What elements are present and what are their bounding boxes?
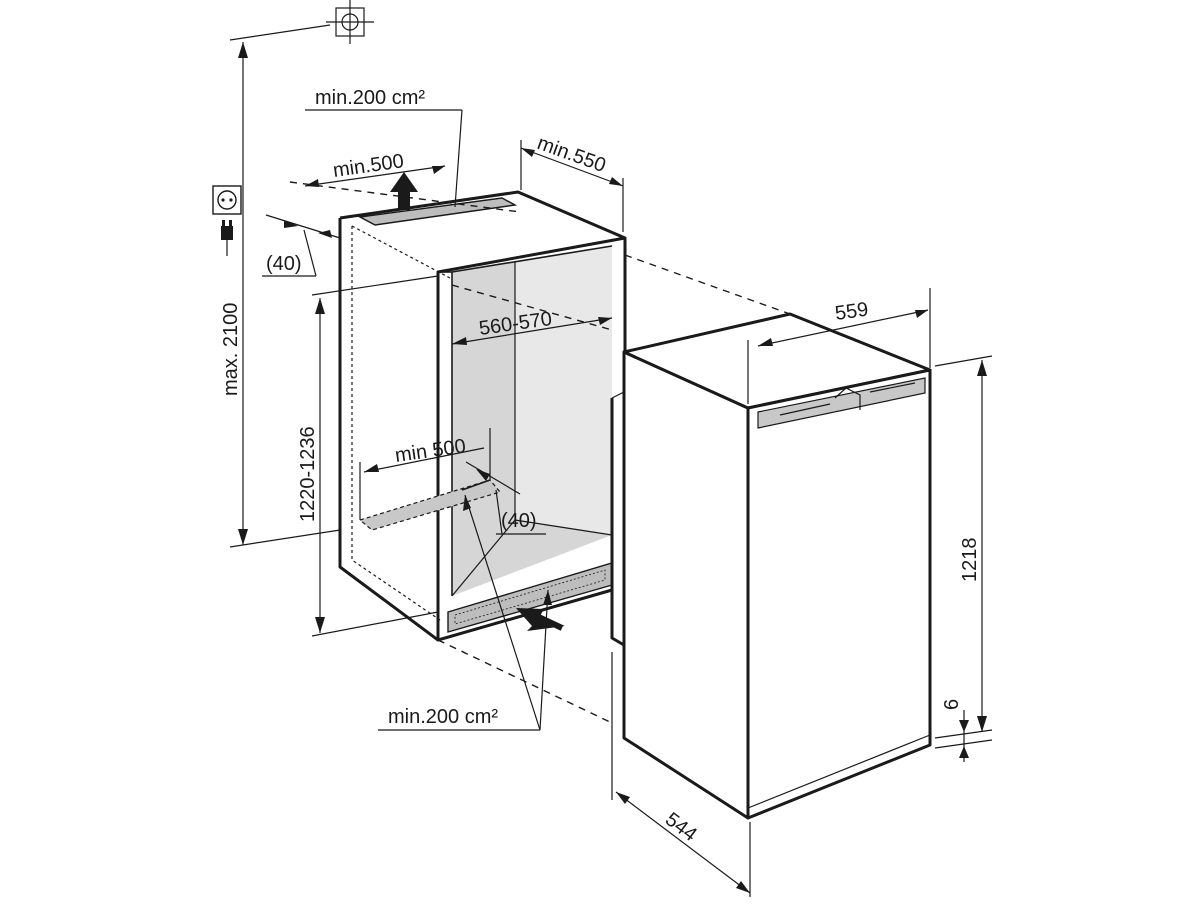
dim-plinth-gap: 6 [934,699,993,762]
appliance-front [746,368,932,820]
dim-rear-gap: (40) [262,214,341,277]
dim-vent-top-area: min.200 cm² [305,87,463,208]
label-vent-top-width: min.500 [332,150,406,182]
ground-symbol-icon [326,0,374,44]
niche [338,190,627,642]
label-appliance-width: 559 [834,299,870,325]
dim-niche-height: 1220-1236 [297,275,439,637]
airflow-arrow-icon [516,608,565,631]
dim-vent-bottom-area: min.200 cm² [378,494,552,731]
floor-vent [358,479,502,531]
dim-niche-depth-min: min.550 [520,132,624,232]
appliance-side [622,350,750,820]
dim-max-height: max. 2100 [220,24,341,548]
label-rear-gap: (40) [266,253,302,275]
label-niche-depth-min: min.550 [534,132,608,177]
plug-icon [221,220,233,256]
label-floor-gap: (40) [501,510,537,532]
niche-interior-back [515,246,612,535]
label-appliance-height: 1218 [959,538,981,583]
label-niche-height: 1220-1236 [297,426,319,522]
appliance [610,312,932,820]
dim-vent-top-width: min.500 [304,150,446,187]
label-vent-top-area: min.200 cm² [315,87,425,109]
socket-icon [212,185,242,215]
dim-floor-gap: (40) [465,461,546,535]
control-panel [757,377,926,429]
airflow-arrow-up-icon [390,172,418,210]
label-max-height: max. 2100 [220,303,242,396]
dim-appliance-width: 559 [747,288,931,404]
label-vent-bottom-area: min.200 cm² [388,706,498,728]
dim-appliance-height: 1218 [934,355,993,739]
label-plinth-gap: 6 [941,699,963,710]
label-appliance-depth: 544 [661,808,701,846]
